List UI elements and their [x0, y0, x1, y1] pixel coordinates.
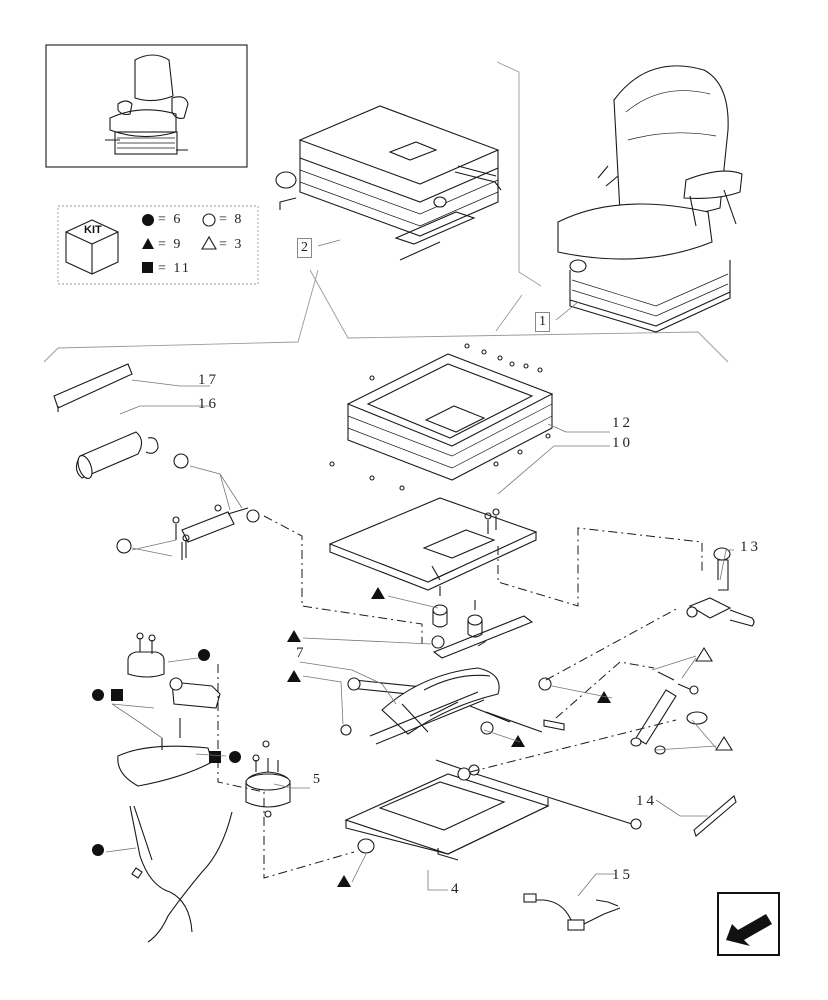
filled-square-icon: [111, 689, 123, 701]
trim-strip: [693, 795, 737, 837]
open-triangle-icon: [695, 646, 713, 662]
callout-4[interactable]: 4: [451, 881, 462, 897]
lower-cover: [117, 718, 213, 787]
shock-absorber: [172, 504, 260, 560]
air-spring: [245, 740, 291, 818]
cable-15: [523, 893, 621, 931]
kit-count-filled-square: = 11: [158, 261, 191, 276]
callout-13[interactable]: 13: [740, 539, 761, 555]
callout-10[interactable]: 10: [612, 435, 633, 451]
connection-lines: [217, 515, 703, 879]
filled-triangle-icon: [287, 670, 301, 682]
kit-cube-icon: [65, 219, 119, 275]
filled-circle-icon: [229, 751, 241, 763]
filled-circle-icon: [142, 214, 154, 226]
callout-leaders: [119, 379, 734, 897]
callout-16[interactable]: 16: [198, 396, 219, 412]
filled-triangle-icon: [371, 587, 385, 599]
callout-12[interactable]: 12: [612, 415, 633, 431]
callout-5[interactable]: 5: [310, 771, 323, 789]
circle-square-markers: [92, 649, 241, 856]
triangle-markers: [287, 587, 613, 887]
assembly-guides-top: [43, 61, 729, 363]
rubber-buffers: [432, 586, 483, 638]
motor-assembly: [127, 632, 221, 709]
lever-bracket: [686, 547, 755, 627]
filled-circle-icon: [92, 689, 104, 701]
callout-14[interactable]: 14: [636, 793, 657, 809]
callout-7[interactable]: 7: [296, 645, 307, 661]
upper-plate: [328, 497, 538, 591]
wiring-harness: [129, 805, 233, 943]
callout-17[interactable]: 17: [198, 372, 219, 388]
filled-square-icon: [209, 751, 221, 763]
callout-15[interactable]: 15: [612, 867, 633, 883]
filled-triangle-icon: [597, 691, 611, 703]
damper-cylinder: [75, 431, 159, 480]
open-circle-icon: [202, 213, 216, 227]
bellows-screws: [329, 343, 551, 491]
filled-triangle-icon: [142, 238, 154, 249]
suspension-top-assembly: [275, 105, 502, 261]
kit-count-filled-circle: = 6: [158, 212, 183, 227]
thumbnail-frame: [45, 44, 248, 168]
callout-1[interactable]: 1: [535, 312, 550, 332]
filled-square-icon: [142, 262, 153, 273]
callout-2[interactable]: 2: [297, 238, 312, 258]
filled-triangle-icon: [287, 630, 301, 642]
filled-circle-icon: [92, 844, 104, 856]
end-cap: [357, 838, 375, 854]
cover-strip: [53, 363, 133, 412]
kit-count-open-circle: = 8: [219, 212, 244, 227]
right-damper: [630, 671, 708, 755]
kit-legend: [57, 205, 259, 285]
open-circle-icon: [116, 538, 132, 554]
open-triangle-markers: [651, 646, 733, 751]
open-triangle-icon: [201, 235, 217, 250]
arrow-down-left-icon[interactable]: [717, 892, 780, 956]
thumbnail-seat: [105, 54, 189, 155]
seat-complete: [557, 65, 743, 333]
kit-count-open-triangle: = 3: [219, 237, 244, 252]
open-circle-icon: [173, 453, 189, 469]
filled-circle-icon: [198, 649, 210, 661]
base-frame: [344, 759, 642, 861]
bellows-assembly: [346, 353, 554, 481]
kit-count-filled-triangle: = 9: [158, 237, 183, 252]
kit-title: KIT: [84, 224, 102, 236]
open-triangle-icon: [715, 735, 733, 751]
scissor-mechanism: [340, 615, 565, 745]
filled-triangle-icon: [337, 875, 351, 887]
